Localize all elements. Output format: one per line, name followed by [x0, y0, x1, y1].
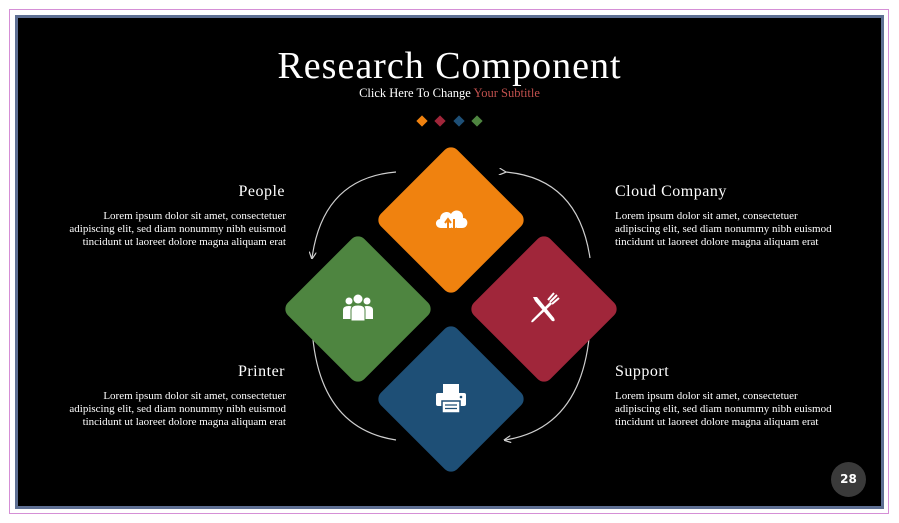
page-number-badge: 28	[831, 462, 866, 497]
slide-subtitle[interactable]: Click Here To Change Your Subtitle	[18, 86, 881, 101]
cycle-arrows	[18, 18, 591, 506]
arrow-bottom-right	[505, 327, 591, 440]
cloud-title[interactable]: Cloud Company	[615, 183, 727, 200]
people-text: Lorem ipsum dolor sit amet, consectetuer…	[69, 210, 286, 248]
support-title[interactable]: Support	[615, 363, 670, 380]
cloud-text: Lorem ipsum dolor sit amet, consectetuer…	[615, 210, 832, 248]
slide: Research Component Click Here To Change …	[15, 15, 884, 509]
slide-title[interactable]: Research Component	[277, 45, 622, 87]
tools-icon	[531, 292, 560, 323]
cloud-sync-icon	[435, 210, 468, 234]
printer-icon	[436, 384, 466, 414]
slide-frame	[9, 9, 889, 514]
subtitle-accent: Your Subtitle	[473, 86, 540, 100]
support-text: Lorem ipsum dolor sit amet, consectetuer…	[615, 390, 832, 428]
people-group-icon	[343, 294, 373, 322]
arrow-bottom-left	[312, 328, 397, 441]
people-title[interactable]: People	[238, 183, 285, 200]
arrow-top-right	[505, 172, 591, 259]
printer-title[interactable]: Printer	[237, 363, 285, 380]
arrow-top-left	[312, 171, 397, 258]
printer-text: Lorem ipsum dolor sit amet, consectetuer…	[69, 390, 286, 428]
subtitle-prefix: Click Here To Change	[359, 86, 474, 100]
